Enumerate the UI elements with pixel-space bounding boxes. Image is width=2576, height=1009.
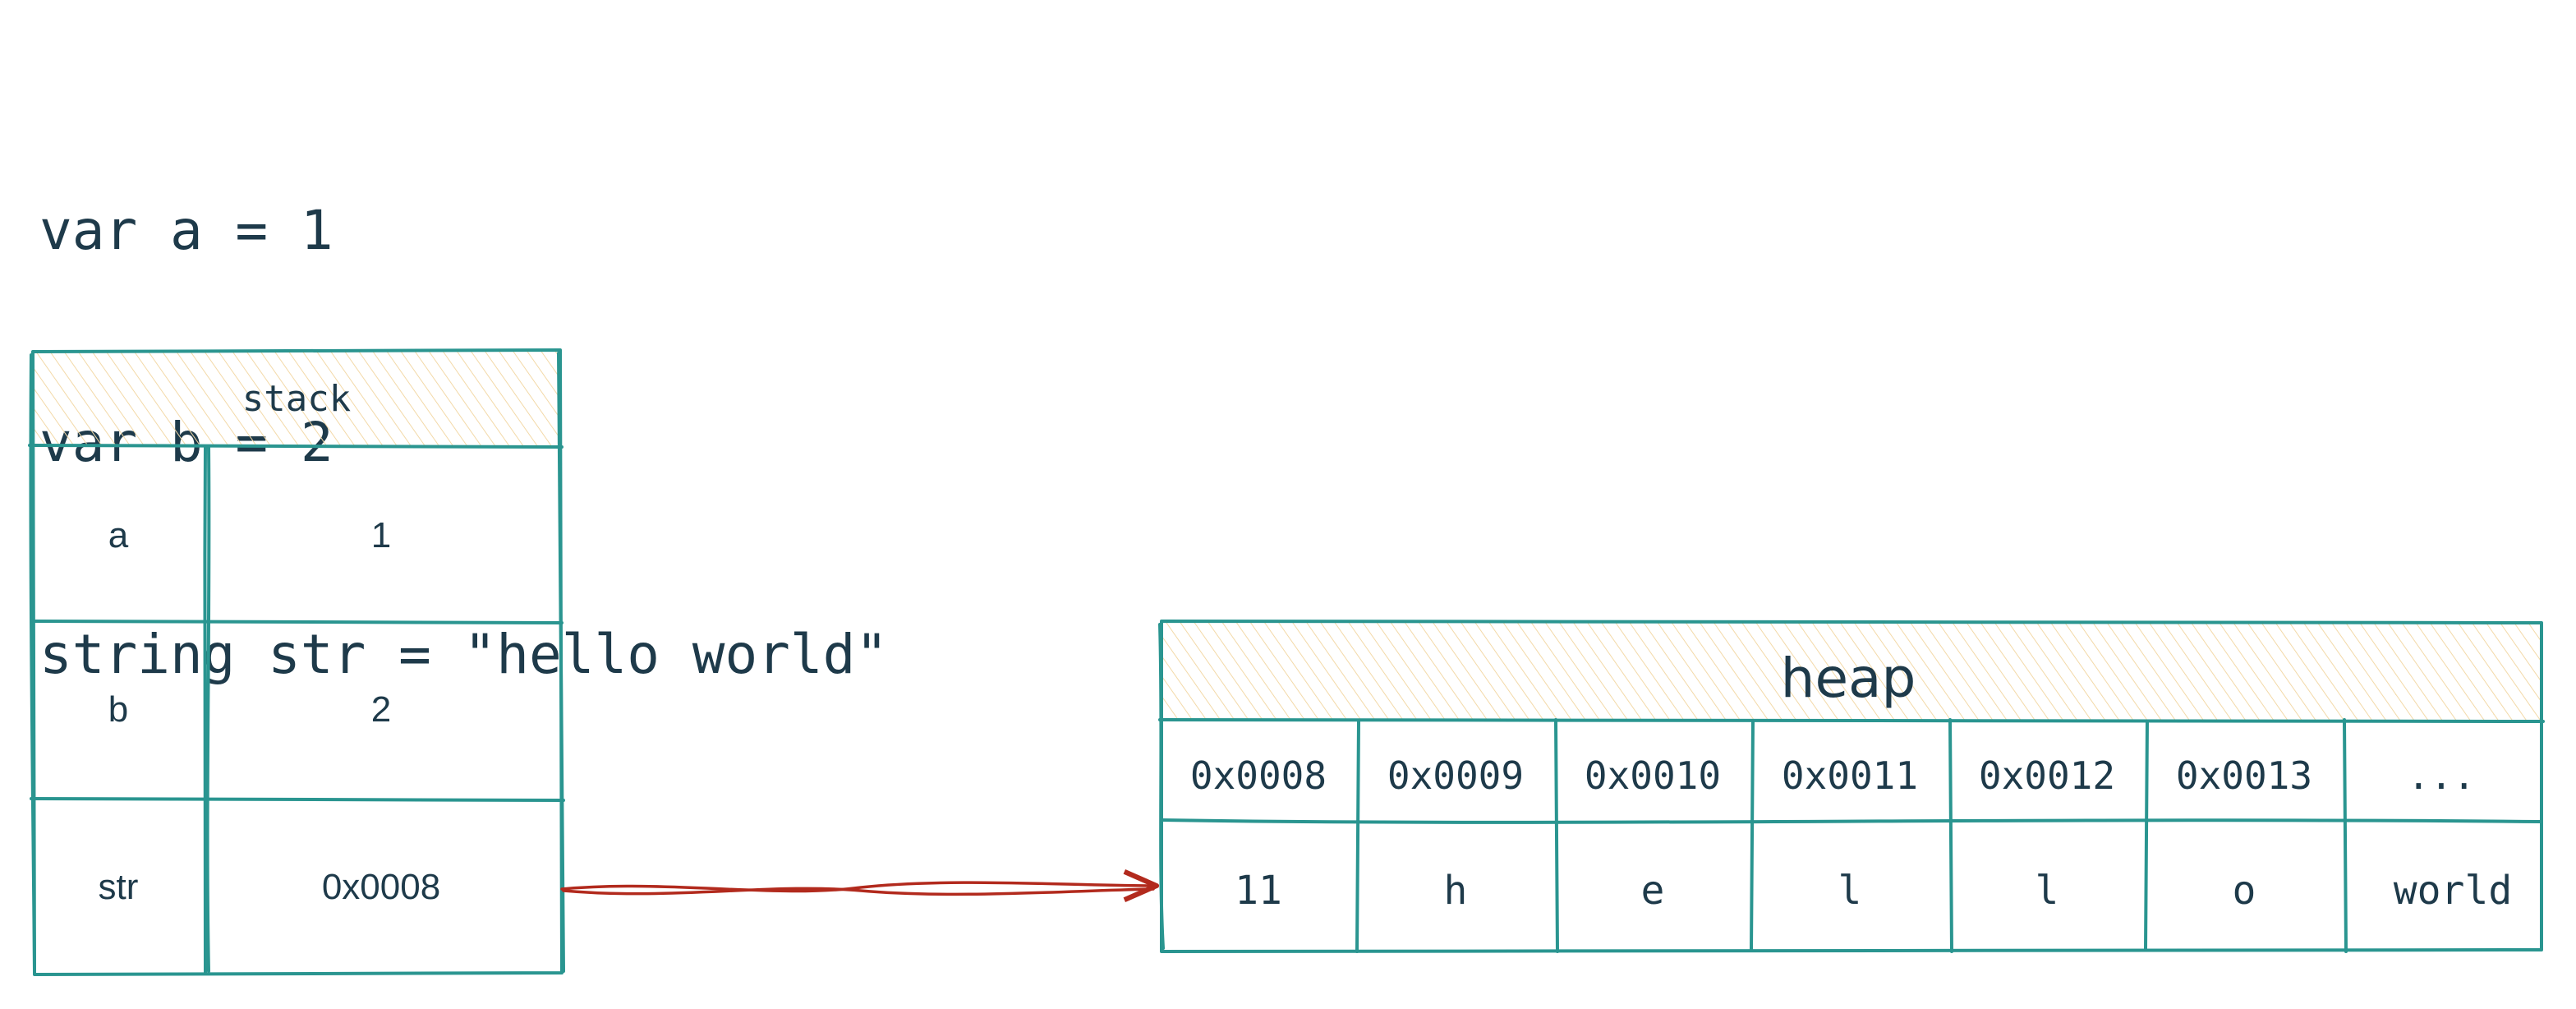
heap-header-hatch: [1162, 621, 2542, 720]
heap-value: world: [2394, 868, 2513, 914]
heap-address: 0x0009: [1387, 753, 1524, 798]
stack-var-name: str: [99, 867, 139, 907]
stack-var-value: 0x0008: [322, 867, 440, 907]
heap-table: heap 0x0008 0x0009 0x0010 0x0011 0x0012 …: [1158, 620, 2545, 953]
heap-address: 0x0013: [2176, 753, 2312, 798]
heap-value: h: [1444, 868, 1468, 914]
stack-title: stack: [242, 378, 351, 420]
heap-address: 0x0011: [1782, 753, 1918, 798]
stack-var-value: 2: [371, 689, 391, 730]
pointer-arrow: [560, 869, 1160, 902]
heap-value: l: [1838, 868, 1862, 914]
heap-value: e: [1641, 868, 1665, 914]
stack-var-name: b: [108, 689, 128, 730]
heap-address: 0x0010: [1585, 753, 1721, 798]
heap-value: o: [2233, 868, 2256, 914]
heap-value: l: [2036, 868, 2059, 914]
stack-var-name: a: [108, 515, 129, 555]
code-line: string str = "hello world": [39, 623, 889, 686]
heap-address: 0x0012: [1979, 753, 2115, 798]
heap-address: ...: [2407, 753, 2475, 798]
heap-address: 0x0008: [1190, 753, 1327, 798]
stack-var-value: 1: [371, 515, 391, 555]
stack-header-hatch: [33, 352, 560, 445]
heap-value: 11: [1235, 868, 1282, 914]
stack-table: stack a 1 b 2 str 0x0008: [28, 348, 565, 976]
heap-title: heap: [1781, 647, 1916, 710]
code-line: var a = 1: [39, 199, 334, 262]
